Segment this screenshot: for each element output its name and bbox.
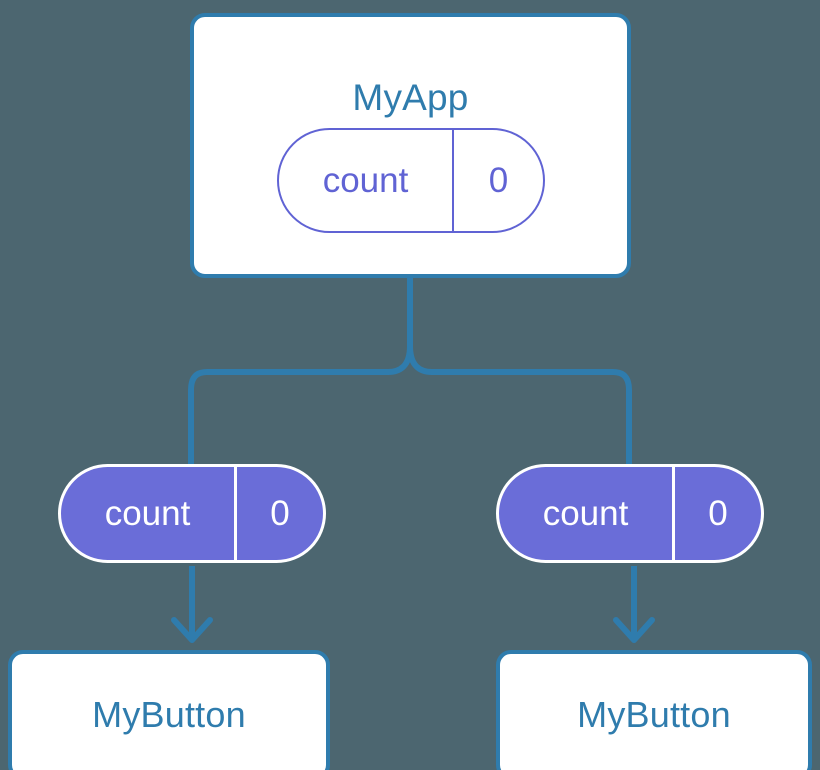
arrow-head-left-icon [171, 617, 213, 643]
state-pill-myapp-count[interactable]: count 0 [277, 128, 545, 233]
arrow-head-right-icon [613, 617, 655, 643]
component-node-mybutton-right[interactable]: MyButton [496, 650, 812, 770]
state-key-label: count [61, 467, 237, 560]
state-value-label: 0 [488, 161, 509, 200]
state-value-label: 0 [708, 494, 728, 533]
connector-fork-right [407, 345, 632, 466]
component-title-myapp: MyApp [352, 77, 469, 118]
state-key-label: count [279, 130, 454, 231]
state-pill-left-count[interactable]: count 0 [58, 464, 326, 563]
component-title-mybutton: MyButton [92, 694, 246, 735]
connector-fork-left [188, 345, 413, 466]
component-node-mybutton-left[interactable]: MyButton [8, 650, 330, 770]
component-title-mybutton: MyButton [577, 694, 731, 735]
state-pill-right-count[interactable]: count 0 [496, 464, 764, 563]
state-key-label: count [499, 467, 675, 560]
state-value-label: 0 [270, 494, 290, 533]
